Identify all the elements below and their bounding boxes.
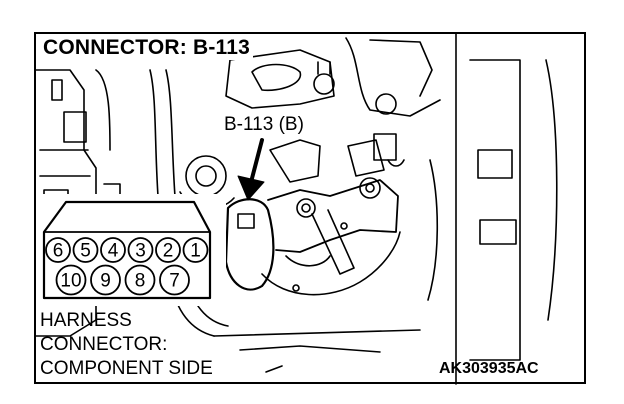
pin-circle-9	[90, 264, 121, 296]
callout-label: B-113 (B)	[222, 114, 306, 136]
harness-label-line-1: HARNESS	[40, 310, 132, 331]
right-bracket	[469, 59, 521, 361]
pin-circle-1	[182, 237, 209, 263]
figure-code: AK303935AC	[439, 360, 539, 377]
pin-label-3: 3	[135, 241, 146, 262]
pin-circle-5	[72, 237, 99, 263]
pin-circle-2	[155, 237, 181, 263]
connector-body	[224, 198, 275, 291]
round-port	[185, 155, 227, 197]
left-bracket	[35, 69, 97, 337]
pin-label-7: 7	[169, 271, 180, 292]
pin-circle-4	[100, 237, 126, 263]
pin-circle-3	[127, 237, 154, 263]
pin-circle-7	[159, 264, 190, 296]
pin-circle-10	[55, 264, 87, 296]
pin-label-5: 5	[80, 241, 91, 262]
callout-arrow	[248, 138, 264, 188]
pin-label-1: 1	[190, 241, 201, 262]
pin-label-4: 4	[108, 241, 119, 262]
connector-title: CONNECTOR: B-113	[40, 36, 254, 60]
harness-label-line-2: CONNECTOR:	[40, 334, 168, 355]
upper-housing	[225, 49, 335, 109]
pin-label-6: 6	[53, 241, 64, 262]
lever-plate	[267, 179, 399, 253]
pin-circle-6	[45, 237, 71, 263]
pin-label-9: 9	[100, 271, 111, 292]
harness-label-line-3: COMPONENT SIDE	[40, 358, 213, 379]
pin-label-8: 8	[135, 271, 146, 292]
pin-circle-8	[124, 264, 156, 296]
pin-label-10: 10	[60, 271, 81, 292]
pin-label-2: 2	[163, 241, 174, 262]
